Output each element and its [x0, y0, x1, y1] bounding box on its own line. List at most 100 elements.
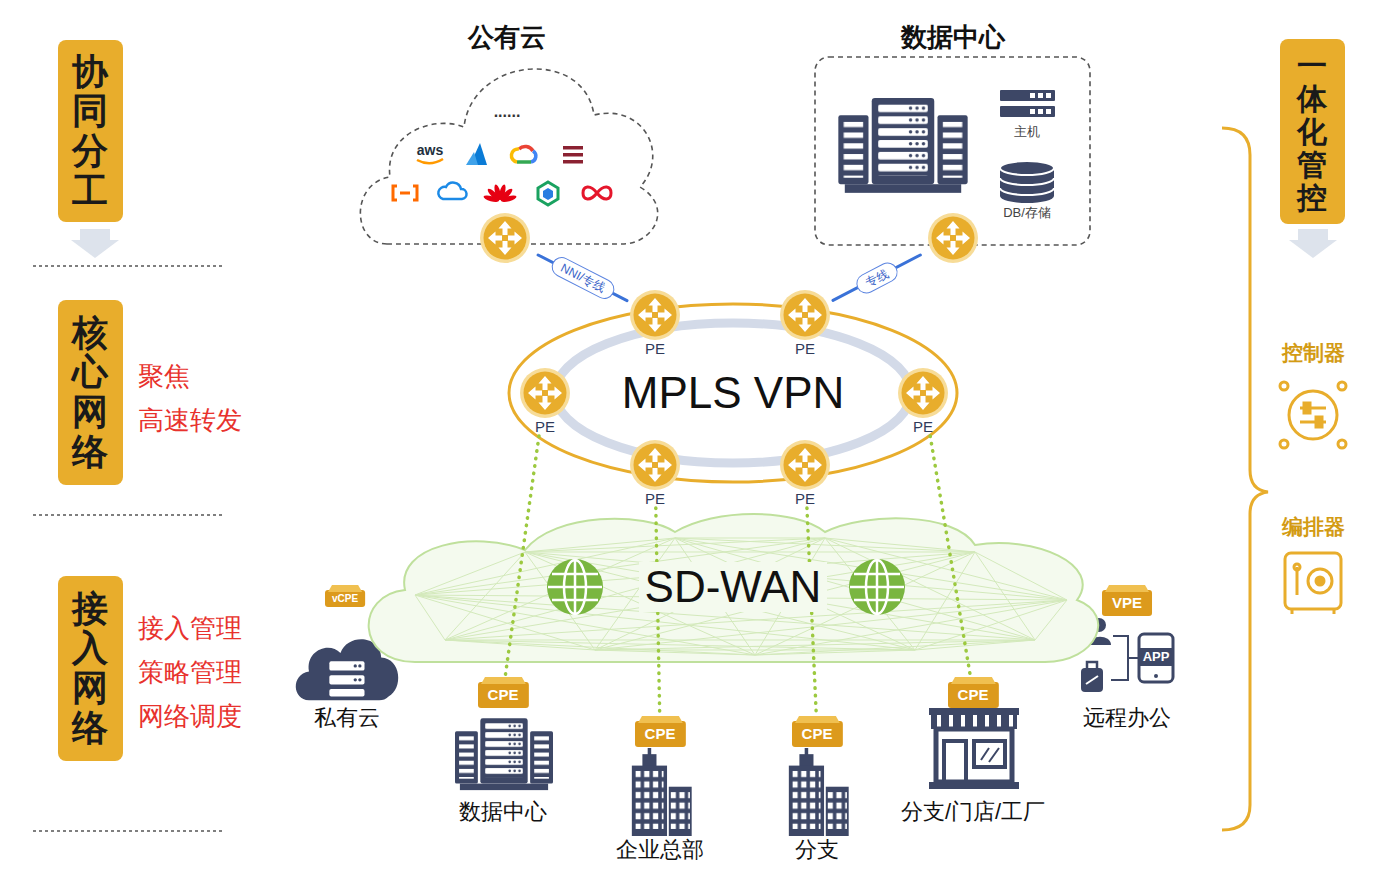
layer-label: 协同分工: [58, 40, 123, 222]
cpe-badge: CPE: [478, 677, 529, 708]
site-label: 分支/门店/工厂: [901, 798, 1045, 826]
layer-separator-part: [33, 514, 225, 515]
sdwan-cloud: SD-WAN: [355, 490, 1095, 670]
label-holder: 网络调度: [138, 700, 242, 733]
mesh-line: [1035, 600, 1067, 640]
data-center-servers: [838, 90, 1055, 203]
pe-router: PE: [517, 368, 573, 436]
label-holder: 数据中心: [459, 798, 547, 826]
mpls-ring: MPLS VPNPEPEPEPEPEPE: [505, 300, 961, 490]
layer-title: 协同分工: [72, 52, 108, 210]
router-label: PE: [913, 418, 933, 436]
layer-title: 一体化管控: [1297, 49, 1327, 214]
data-center-servers-part-part: [1030, 93, 1035, 98]
globe-icon: [547, 559, 603, 615]
data-center-group: 数据中心: [812, 15, 1094, 255]
cloud-logos-part: [531, 151, 536, 162]
globe-body: [547, 559, 603, 615]
router-icon: [928, 213, 978, 263]
data-center-servers-part-part: [1000, 90, 1055, 101]
mesh-line: [415, 595, 445, 640]
pe-router-outline: [627, 290, 683, 340]
controller-icon: [1280, 382, 1346, 448]
component-title: 控制器: [1282, 340, 1345, 366]
site-icons-part: [455, 718, 553, 790]
orchestrator-icon-part: [1292, 609, 1334, 614]
router-icon: [898, 368, 948, 418]
ellipsis: ......: [494, 102, 521, 122]
cpe-badge: CPE: [948, 677, 999, 708]
mesh-line: [825, 538, 975, 552]
orchestrator-icon-part: [1294, 564, 1300, 570]
layer-separator-part: [33, 830, 225, 831]
layer-label: 接入网络: [58, 576, 123, 761]
globe-grid: [548, 560, 602, 614]
group-title: 公有云: [468, 15, 546, 52]
component-title: 编排器: [1282, 514, 1345, 540]
pe-router-outline: [777, 440, 833, 490]
mesh-line: [445, 552, 975, 640]
down-arrow: [71, 229, 1337, 258]
label-holder: 分支/门店/工厂: [901, 798, 1045, 826]
badge-body: [1102, 590, 1152, 616]
controller-icon-part: [1316, 417, 1322, 427]
vcpe-badge: vCPE: [325, 585, 365, 607]
pe-router: PE: [777, 440, 833, 508]
cpe-badge: CPE: [792, 716, 843, 747]
cloud-logos-part: [583, 187, 611, 199]
edge-label-holder: 专线: [853, 259, 901, 297]
router-label: PE: [645, 490, 665, 508]
badge-body: [325, 590, 365, 607]
data-center-servers-part-part: [1046, 109, 1051, 114]
globe-grid: [850, 560, 904, 614]
side-note: 网络调度: [138, 700, 242, 733]
mesh-line: [595, 640, 1035, 650]
network-title: SD-WAN: [639, 562, 828, 612]
vpe-badge: VPE: [1102, 585, 1152, 616]
router-label: PE: [645, 340, 665, 358]
cloud-logos-part: [563, 160, 583, 164]
data-center-servers-part: [838, 98, 967, 193]
badge-lid: [795, 716, 840, 723]
mesh-line: [755, 640, 1035, 655]
cloud-logos-part: [417, 159, 443, 163]
label-holder: 私有云: [314, 704, 380, 732]
pe-router: PE: [627, 440, 683, 508]
orchestrator-icon-part: [1308, 569, 1332, 593]
group-title: 数据中心: [901, 15, 1005, 52]
mesh-line: [915, 640, 1035, 650]
device-label: CPE: [488, 686, 519, 704]
label-holder: 聚焦: [138, 360, 190, 393]
badge-body: [478, 682, 529, 708]
globe-body: [849, 559, 905, 615]
down-arrow-part: [1289, 229, 1337, 258]
data-center-servers-part: [1000, 178, 1054, 195]
logo-text: aws: [417, 141, 443, 159]
mesh-line: [445, 552, 525, 640]
data-center-servers-part-part: [1030, 109, 1035, 114]
remote-office-icons-part: [1086, 676, 1098, 684]
label-holder: 企业总部: [616, 836, 704, 864]
pe-router-outline: [627, 440, 683, 490]
router-icon: [630, 440, 680, 490]
brace-bracket: [1222, 128, 1268, 830]
mesh-line: [595, 650, 915, 651]
globe-icon: [849, 559, 905, 615]
layer-title: 核心网络: [72, 313, 108, 471]
label-holder: DB/存储: [1003, 205, 1051, 221]
data-center-servers-part: [1000, 161, 1054, 175]
pe-router: PE: [777, 290, 833, 358]
layer-title: 接入网络: [72, 589, 108, 747]
mesh-line: [525, 552, 1035, 640]
label-holder: 接入管理: [138, 612, 242, 645]
cloud-logos-part: [563, 146, 583, 150]
label-holder: APP: [1139, 648, 1174, 666]
device-label: CPE: [645, 725, 676, 743]
cloud-logos-part: [543, 188, 553, 200]
mesh-line: [525, 538, 675, 552]
badge-body: [635, 721, 686, 747]
cloud-shape: [369, 514, 1099, 662]
